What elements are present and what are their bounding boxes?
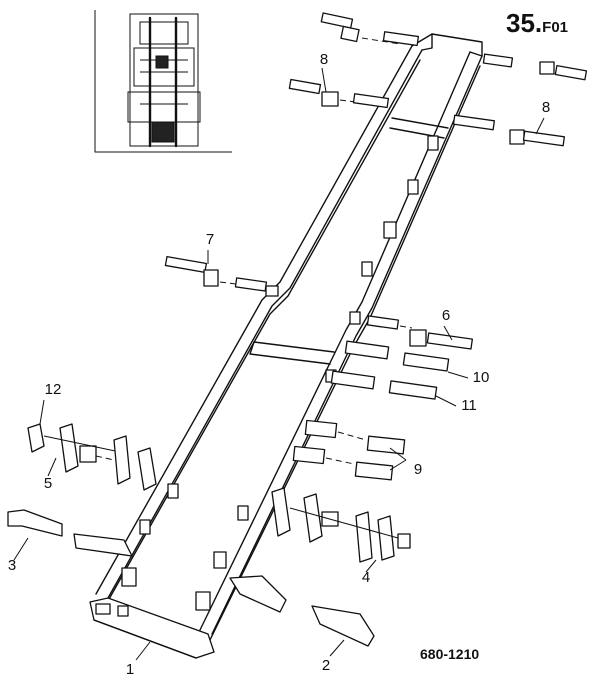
rear-cross-member: [89, 597, 215, 659]
callout-2: 2: [321, 657, 331, 674]
frame-right-rail: [199, 51, 483, 645]
drawing-number: 680-1210: [420, 646, 480, 662]
section-suffix: F01: [542, 19, 569, 36]
part-9-spacers: [292, 419, 406, 481]
callout-5: 5: [43, 475, 53, 492]
callout-6: 6: [441, 307, 451, 324]
callout-leaders: [13, 67, 545, 661]
cross-member-middle: [249, 341, 335, 365]
callout-1: 1: [125, 661, 135, 678]
front-cross-member: [411, 33, 483, 57]
callout-8-left: 8: [319, 51, 329, 68]
part-4-cross-member-assembly: [271, 487, 411, 563]
section-title: 35.F01: [506, 8, 568, 39]
callout-8-right: 8: [541, 99, 551, 116]
callout-7: 7: [205, 231, 215, 248]
callout-9: 9: [413, 461, 423, 478]
callout-11: 11: [461, 397, 477, 414]
rail-brackets: [121, 135, 439, 611]
part-7-tube: [164, 255, 268, 292]
callout-10: 10: [472, 369, 490, 386]
part-10-bar: [344, 340, 450, 372]
part-5-cross-member-assembly: [27, 423, 157, 491]
vehicle-locator-inset: [94, 10, 232, 153]
part-8-tubes: [288, 12, 588, 147]
callout-12: 12: [44, 381, 62, 398]
callout-4: 4: [361, 569, 371, 586]
section-number: 35.: [506, 8, 543, 38]
callout-3: 3: [7, 557, 17, 574]
part-2-tube: [229, 575, 375, 647]
cross-member-upper: [389, 117, 449, 139]
part-11-bar: [330, 370, 438, 400]
part-3-tube: [7, 509, 133, 557]
part-6-tube: [366, 315, 473, 350]
